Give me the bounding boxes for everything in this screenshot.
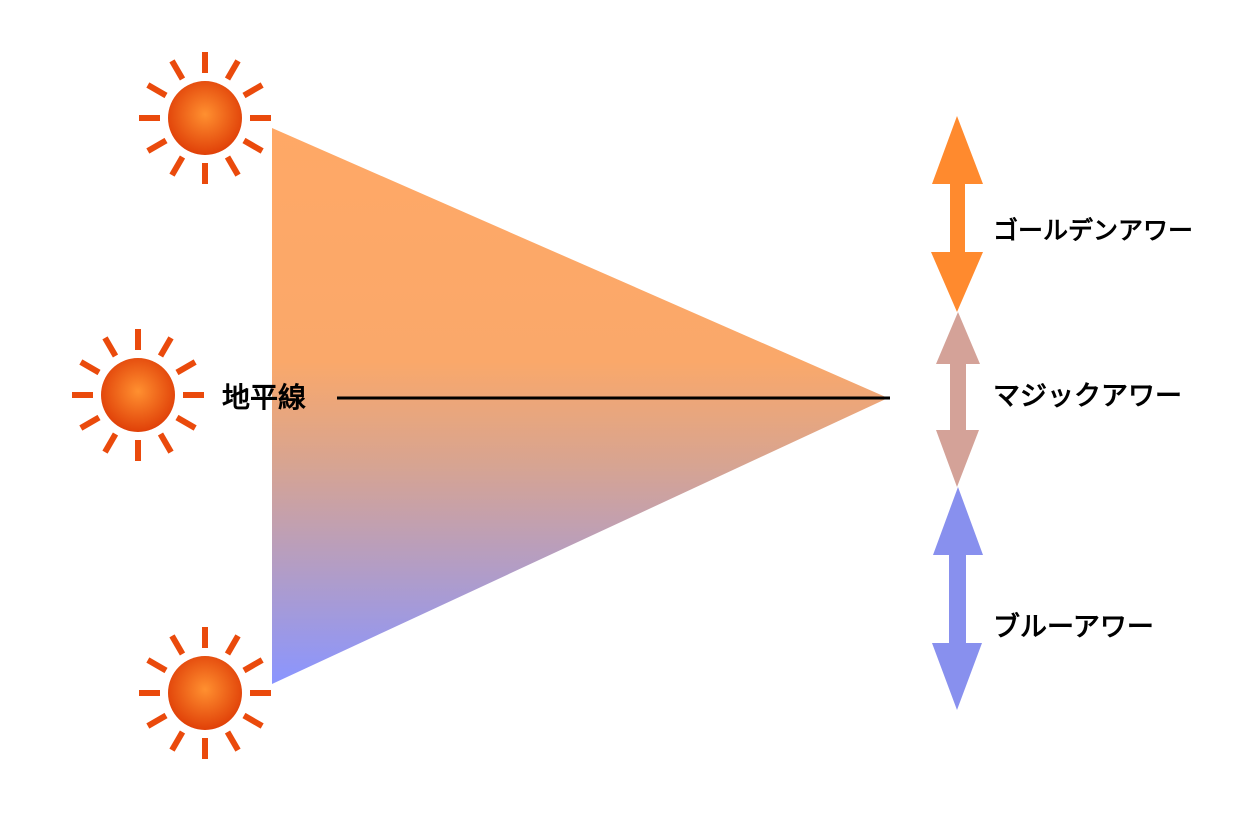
golden-hour-arrow <box>931 116 983 312</box>
horizon-label: 地平線 <box>222 381 307 414</box>
magic-hour-label: マジックアワー <box>993 381 1182 412</box>
blue-hour-arrow <box>932 487 983 710</box>
magic-hour-arrow <box>936 312 980 487</box>
sun-at-horizon-icon <box>72 329 204 461</box>
sun-below-horizon-icon <box>139 627 271 759</box>
golden-hour-label: ゴールデンアワー <box>993 216 1194 245</box>
sun-above-horizon-icon <box>139 52 271 184</box>
light-triangle <box>272 128 888 684</box>
blue-hour-label: ブルーアワー <box>993 612 1154 643</box>
